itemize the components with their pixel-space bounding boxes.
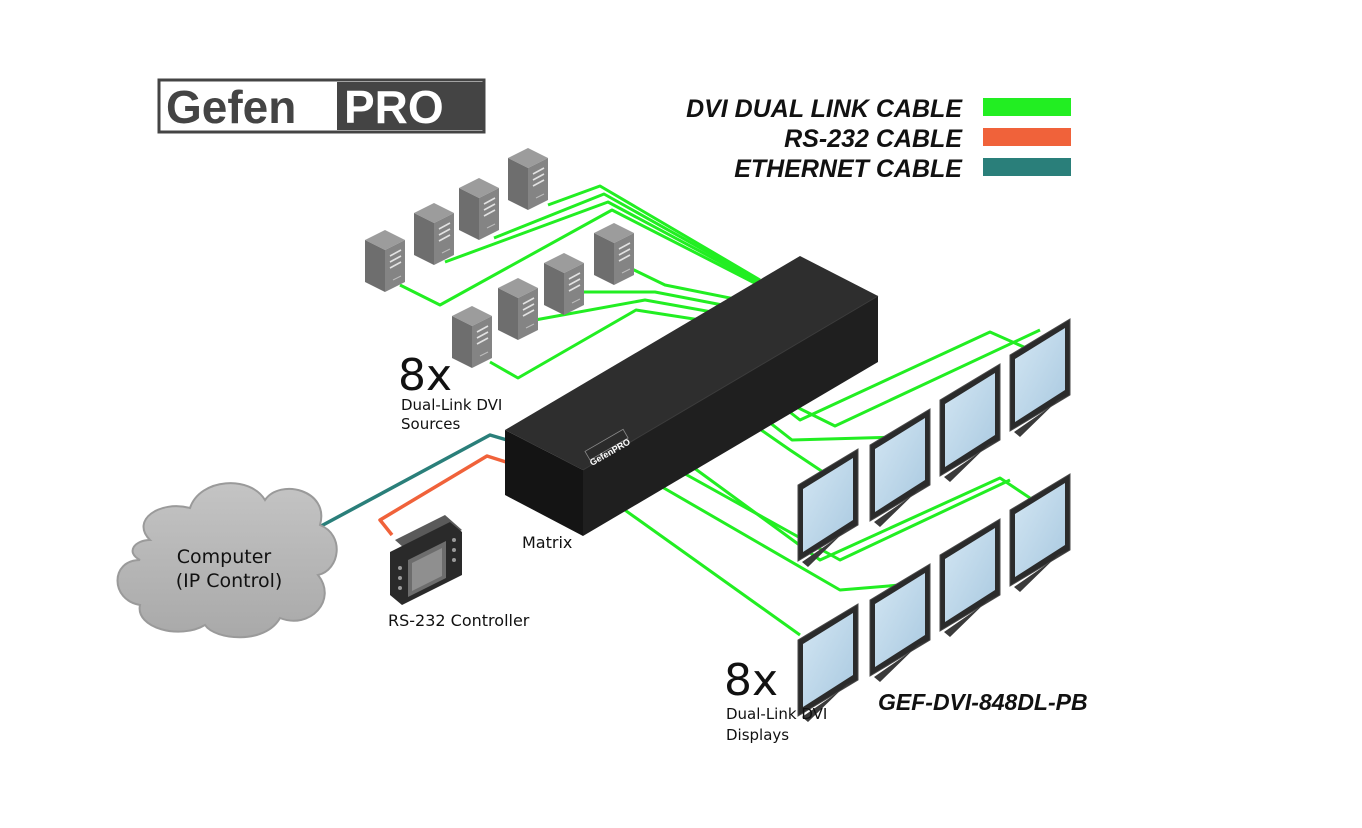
sources-label-line1: Dual-Link DVI [401,396,502,414]
display-monitor-icon [1009,473,1071,592]
display-monitor-icon [1009,318,1071,437]
dvi-cable [444,200,777,294]
display-monitor-icon [939,363,1001,482]
sources-count: 8x [398,350,452,401]
source-computer-icon [594,223,634,285]
source-computer-icon [459,178,499,240]
legend-label-rs232: RS-232 CABLE [784,125,963,153]
cable-legend: DVI DUAL LINK CABLE RS-232 CABLE ETHERNE… [686,95,1071,183]
computer-cloud: Computer (IP Control) [116,482,338,639]
dvi-cable [649,478,901,592]
source-computer-icon [544,253,584,315]
model-number: GEF-DVI-848DL-PB [878,689,1088,715]
logo-text-gefen: Gefen [166,81,296,133]
display-monitors [797,318,1071,722]
matrix-logo-badge [584,428,629,461]
gefenpro-logo: Gefen PRO [157,78,486,134]
legend-swatch-dvi [983,98,1071,116]
rs232-cable [378,454,507,537]
displays-label-line2: Displays [726,726,789,744]
sources-label-line2: Sources [401,415,461,433]
source-computer-icon [508,148,548,210]
display-monitor-icon [797,603,859,722]
source-computer-icon [452,306,492,368]
dvi-cable [547,184,761,282]
source-computer-icon [498,278,538,340]
matrix-label: Matrix [522,533,572,552]
legend-swatch-rs232 [983,128,1071,146]
ethernet-cable [309,433,508,534]
dvi-cable [493,192,769,288]
source-computers [365,148,634,368]
legend-label-ethernet: ETHERNET CABLE [734,155,963,183]
computer-sublabel: (IP Control) [176,570,283,592]
source-computer-icon [414,203,454,265]
legend-swatch-ethernet [983,158,1071,176]
display-monitor-icon [869,563,931,682]
dvi-cable [621,506,801,637]
display-monitor-icon [939,518,1001,637]
controller-label: RS-232 Controller [388,611,530,630]
legend-label-dvi: DVI DUAL LINK CABLE [686,95,963,123]
display-monitor-icon [869,408,931,527]
source-computer-icon [365,230,405,292]
rs232-controller [390,515,462,605]
dvi-cable [677,468,1011,562]
computer-label: Computer [177,546,272,568]
matrix-switcher: GefenPRO [505,256,879,536]
logo-text-pro: PRO [344,81,444,133]
displays-label-line1: Dual-Link DVI [726,705,827,723]
display-monitor-icon [797,448,859,567]
displays-count: 8x [724,655,778,706]
dvi-cable [399,208,785,307]
